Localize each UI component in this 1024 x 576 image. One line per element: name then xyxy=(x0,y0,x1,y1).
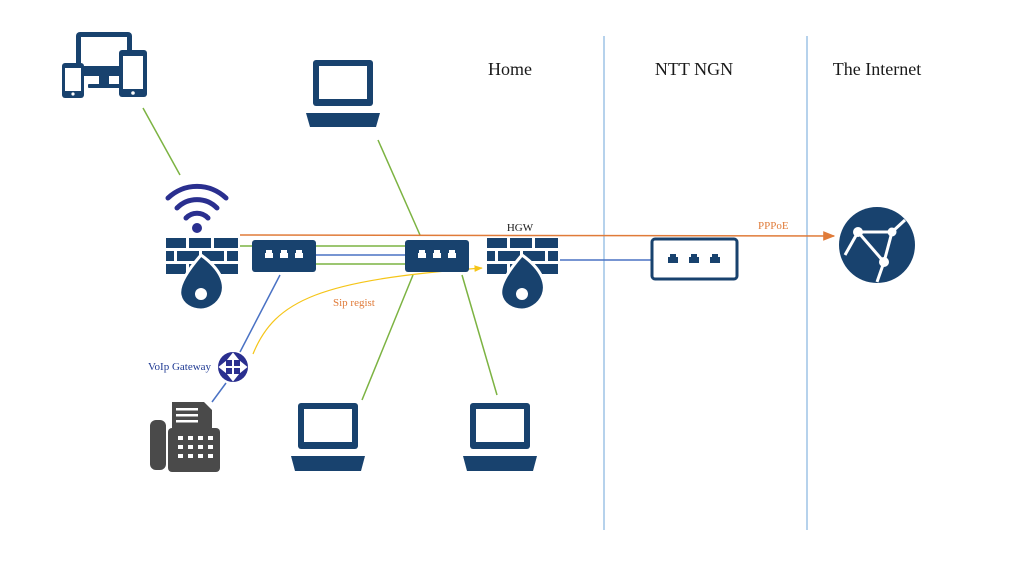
firewall-icon-left xyxy=(166,238,238,312)
link-switch1-voip xyxy=(239,274,281,353)
laptop-icon-bottom-right xyxy=(463,403,537,471)
laptop-icon-bottom-left xyxy=(291,403,365,471)
pppoe-label: PPPoE xyxy=(758,220,789,232)
router-icon xyxy=(218,352,248,382)
onu-icon xyxy=(650,237,739,281)
blue-links xyxy=(211,254,652,403)
switch-icon-2 xyxy=(405,240,469,272)
link-laptop-top-switch xyxy=(377,139,421,236)
hgw-label: HGW xyxy=(507,222,534,234)
link-switch-laptop-right xyxy=(461,274,498,396)
zone-title-home: Home xyxy=(488,59,532,79)
globe-icon xyxy=(839,207,915,283)
switch-icon-1 xyxy=(252,240,316,272)
wifi-icon xyxy=(165,183,229,233)
hgw-firewall-icon xyxy=(487,238,558,312)
zone-title-ntt-ngn: NTT NGN xyxy=(655,59,733,79)
laptop-icon-top xyxy=(306,60,380,127)
link-devices-wifi xyxy=(142,107,181,176)
voip-gateway-label: VoIp Gateway xyxy=(148,361,212,373)
sip-regist-arrow xyxy=(252,265,483,355)
zone-title-internet: The Internet xyxy=(833,59,921,79)
link-switch-laptop-left xyxy=(361,274,414,401)
multi-device-icon xyxy=(62,32,147,98)
link-voip-fax xyxy=(211,382,227,403)
sip-regist-label: Sip regist xyxy=(333,297,375,309)
fax-icon xyxy=(150,402,220,472)
pppoe-arrow xyxy=(239,231,836,241)
